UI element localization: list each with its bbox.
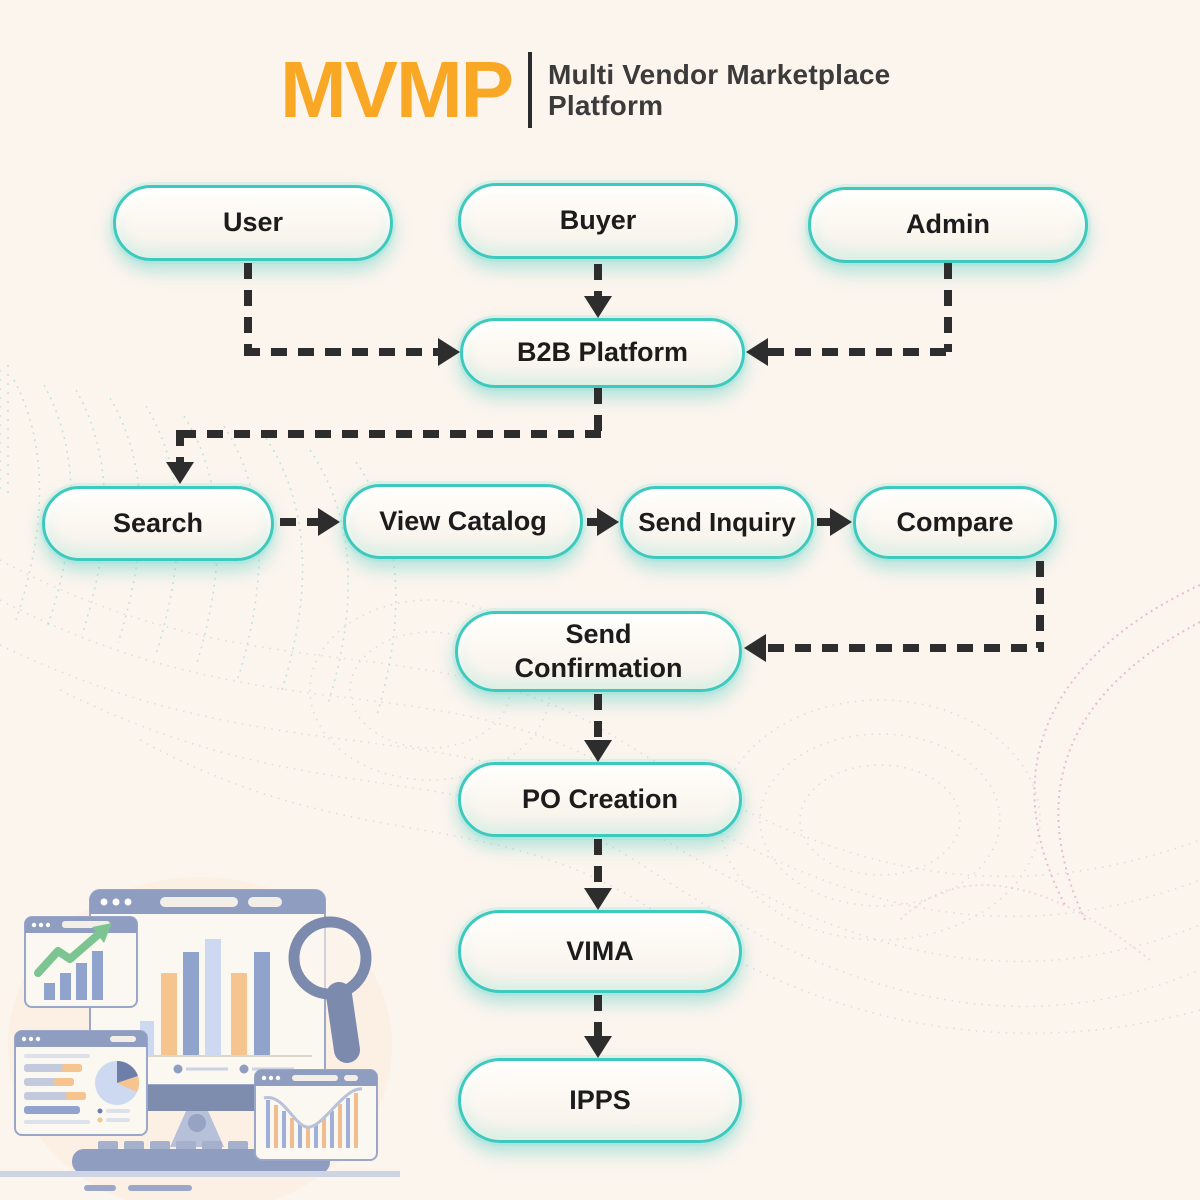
- node-ipps-label: IPPS: [569, 1084, 631, 1115]
- node-vima-label: VIMA: [566, 935, 634, 966]
- node-admin: Admin: [808, 187, 1088, 263]
- growth-arrow: [34, 929, 104, 977]
- node-b2b-platform: B2B Platform: [460, 318, 745, 388]
- node-send-confirmation-label: Send Confirmation: [514, 618, 683, 683]
- analytics-illustration: [0, 877, 400, 1200]
- node-buyer-label: Buyer: [559, 205, 637, 236]
- slider-rows: [173, 1064, 294, 1074]
- node-po-creation-label: PO Creation: [521, 783, 679, 814]
- list-pie-window: [14, 1030, 148, 1136]
- node-compare-label: Compare: [896, 506, 1014, 537]
- hatch-bars: [266, 1093, 358, 1148]
- pie-chart: [95, 1060, 140, 1123]
- line-chart-window: [254, 1069, 378, 1161]
- node-send-inquiry-label: Send Inquiry: [638, 507, 796, 538]
- magnifier-icon: [288, 916, 372, 1063]
- node-view-catalog: View Catalog: [343, 484, 583, 559]
- node-b2b-platform-label: B2B Platform: [516, 337, 689, 368]
- node-ipps: IPPS: [458, 1058, 742, 1143]
- list-rows: [24, 1054, 90, 1124]
- node-send-confirmation: Send Confirmation: [455, 611, 742, 692]
- node-buyer: Buyer: [458, 183, 738, 259]
- node-compare: Compare: [853, 486, 1057, 559]
- node-view-catalog-label: View Catalog: [379, 505, 547, 536]
- logo-title-line2: Platform: [548, 90, 664, 121]
- node-admin-label: Admin: [906, 209, 990, 240]
- node-vima: VIMA: [458, 910, 742, 993]
- monitor-stand: [128, 1085, 292, 1147]
- node-user-label: User: [222, 207, 284, 238]
- growth-chart-window: [24, 916, 138, 1008]
- logo-title-line1: Multi Vendor Marketplace: [548, 58, 891, 90]
- keyboard: [0, 1141, 400, 1191]
- logo-divider: [528, 52, 532, 128]
- logo: MVMP Multi Vendor Marketplace Platform: [280, 50, 890, 130]
- illustration-backdrop-circle: [8, 877, 392, 1200]
- node-search-label: Search: [112, 507, 204, 538]
- logo-abbr: MVMP: [280, 45, 514, 134]
- logo-title: Multi Vendor Marketplace Platform: [548, 59, 890, 122]
- node-search: Search: [42, 486, 274, 561]
- main-browser-window: [89, 889, 326, 1086]
- node-send-inquiry: Send Inquiry: [620, 486, 814, 559]
- node-user: User: [113, 185, 393, 261]
- mini-bars: [44, 951, 103, 1000]
- bar-chart: [128, 939, 312, 1057]
- node-po-creation: PO Creation: [458, 762, 742, 837]
